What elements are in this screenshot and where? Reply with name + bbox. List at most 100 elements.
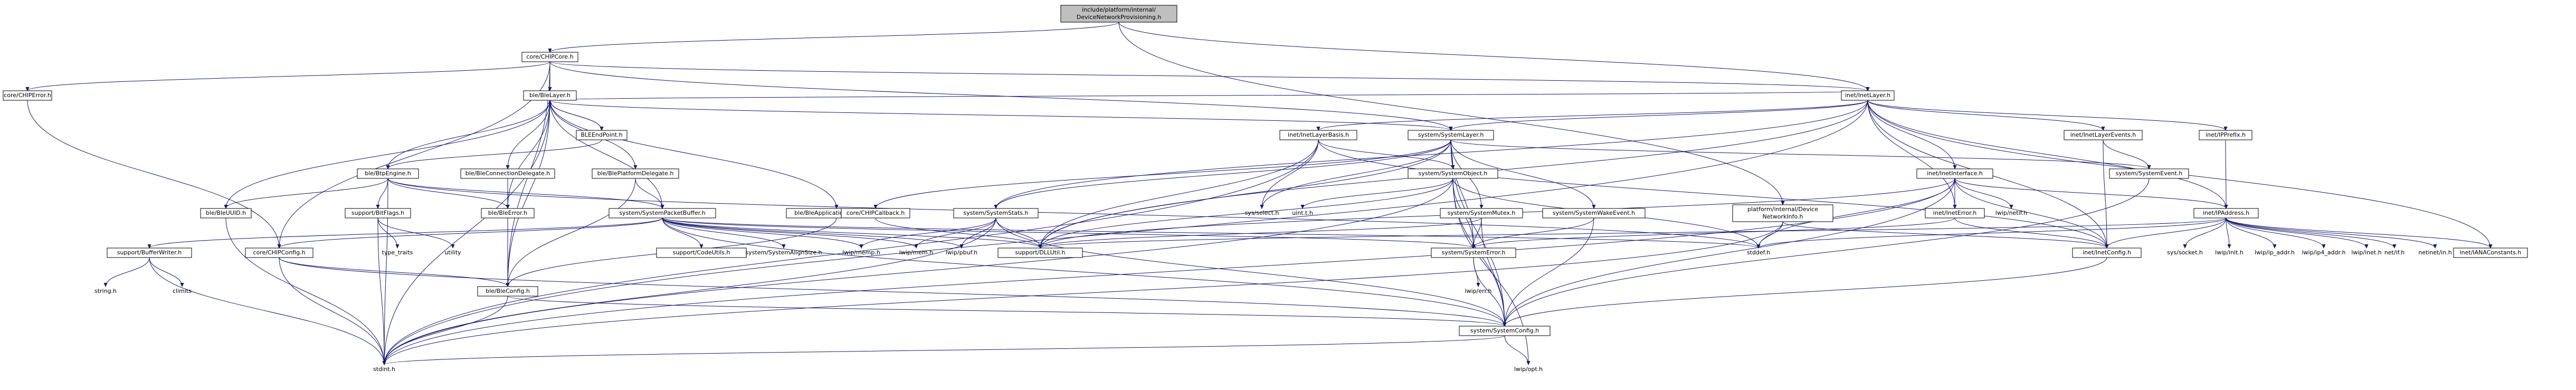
node-inetlayerbasis[interactable]: inet/InetLayerBasis.h xyxy=(1279,130,1357,140)
node-box-inetlayerbasis[interactable] xyxy=(1279,130,1357,140)
node-box-syspacketbuffer[interactable] xyxy=(609,208,716,218)
node-box-sysstats[interactable] xyxy=(953,208,1039,218)
edge-syslayer-to-syssysevent xyxy=(1450,139,2149,169)
node-syspacketbuffer[interactable]: system/SystemPacketBuffer.h xyxy=(609,208,716,218)
node-label-utility: utility xyxy=(444,249,461,256)
node-box-supportdllutil[interactable] xyxy=(997,248,1083,258)
edge-bleconfig-to-sysconfig xyxy=(507,296,1505,326)
node-inetlayer[interactable]: inet/InetLayer.h xyxy=(1841,90,1895,101)
node-box-syssysevent[interactable] xyxy=(2109,168,2189,179)
node-inetconfig[interactable]: inet/InetConfig.h xyxy=(2072,248,2142,258)
edge-inetinterface-to-inetipaddress xyxy=(1954,178,2226,208)
node-box-syslayer[interactable] xyxy=(1408,130,1494,140)
node-supportbitflags[interactable]: support/BitFlags.h xyxy=(345,208,411,218)
node-inetlayerevents[interactable]: inet/InetLayerEvents.h xyxy=(2064,130,2143,140)
node-box-bleconfig[interactable] xyxy=(477,286,538,297)
node-chipconfig[interactable]: core/CHIPConfig.h xyxy=(245,248,313,258)
edge-syssysobject-to-uint_t xyxy=(1303,178,1453,208)
node-supportbufwriter[interactable]: support/BufferWriter.h xyxy=(107,248,192,258)
node-box-inetinterface[interactable] xyxy=(1916,168,1993,179)
node-box-inetconfig[interactable] xyxy=(2072,248,2142,258)
node-sysmutex[interactable]: system/SystemMutex.h xyxy=(1440,208,1523,218)
node-box-platinternal[interactable] xyxy=(1732,204,1833,222)
edge-syslayer-to-sysstats xyxy=(996,139,1451,208)
edge-inetipaddress-to-stddef xyxy=(1758,217,2227,248)
node-inetinterface[interactable]: inet/InetInterface.h xyxy=(1916,168,1993,179)
edge-blelayer-to-stdint xyxy=(384,100,550,365)
edge-syslayer-to-syswakeevent xyxy=(1450,139,1594,208)
node-box-blebleuuid[interactable] xyxy=(200,208,252,218)
node-chipcallback[interactable]: core/CHIPCallback.h xyxy=(841,208,910,218)
node-lwipopt: lwip/opt.h xyxy=(1514,366,1543,373)
node-box-syssysobject[interactable] xyxy=(1408,168,1498,179)
node-box-inetipprefix[interactable] xyxy=(2199,130,2252,140)
node-sysconfig[interactable]: system/SystemConfig.h xyxy=(1459,326,1551,336)
node-box-chiperror[interactable] xyxy=(3,90,52,101)
edge-chipconfig-to-stdint xyxy=(279,257,384,365)
node-bleconfig[interactable]: ble/BleConfig.h xyxy=(477,286,538,297)
node-syssysobject[interactable]: system/SystemObject.h xyxy=(1408,168,1498,179)
node-box-blebtpengine[interactable] xyxy=(357,168,419,179)
node-syslayer[interactable]: system/SystemLayer.h xyxy=(1408,130,1494,140)
node-chiperror[interactable]: core/CHIPError.h xyxy=(3,90,52,101)
edge-syspacketbuffer-to-lwipmem xyxy=(662,217,916,248)
node-box-bleerror[interactable] xyxy=(481,208,535,218)
edge-sysmutex-to-supportdllutil xyxy=(1040,217,1482,248)
node-box-chipconfig[interactable] xyxy=(245,248,313,258)
node-box-syswakeevent[interactable] xyxy=(1542,208,1646,218)
node-chipcore[interactable]: core/CHIPCore.h xyxy=(521,52,578,62)
node-blelayer[interactable]: ble/BleLayer.h xyxy=(523,90,577,101)
node-label-supportdllutil: support/DLLUtil.h xyxy=(1015,249,1065,256)
edge-sysstats-to-supportdllutil xyxy=(995,217,1040,248)
node-box-chipcallback[interactable] xyxy=(841,208,910,218)
node-ianaconst[interactable]: inet/IANAConstants.h xyxy=(2453,248,2528,258)
node-box-ineterror[interactable] xyxy=(1925,208,1985,218)
node-label-syssyserror: system/SystemError.h xyxy=(1442,249,1506,256)
node-box-sysconfig[interactable] xyxy=(1459,326,1551,336)
edge-inetinterface-to-inetconfig xyxy=(1954,178,2107,248)
node-box-bleendpoint[interactable] xyxy=(576,130,628,140)
node-box-bleconndelegate[interactable] xyxy=(460,168,555,179)
node-blebleuuid[interactable]: ble/BleUUID.h xyxy=(200,208,252,218)
node-box-supportcodeutils[interactable] xyxy=(656,248,747,258)
edge-inetipaddress-to-ianaconst xyxy=(2226,217,2491,248)
node-blebtpengine[interactable]: ble/BtpEngine.h xyxy=(357,168,419,179)
node-bleconndelegate[interactable]: ble/BleConnectionDelegate.h xyxy=(460,168,555,179)
node-box-blelayer[interactable] xyxy=(523,90,577,101)
node-box-supportbitflags[interactable] xyxy=(345,208,411,218)
node-label-syssocket: sys/socket.h xyxy=(2167,249,2203,256)
node-box-sysmutex[interactable] xyxy=(1440,208,1523,218)
node-label-syslayer: system/SystemLayer.h xyxy=(1418,131,1484,138)
node-box-ianaconst[interactable] xyxy=(2453,248,2528,258)
node-bleendpoint[interactable]: BLEEndPoint.h xyxy=(576,130,628,140)
node-supportdllutil[interactable]: support/DLLUtil.h xyxy=(997,248,1083,258)
node-box-bleplatdelegate[interactable] xyxy=(592,168,679,179)
node-box-supportbufwriter[interactable] xyxy=(107,248,192,258)
node-box-syssyserror[interactable] xyxy=(1431,248,1516,258)
node-sysstats[interactable]: system/SystemStats.h xyxy=(953,208,1039,218)
node-box-root[interactable] xyxy=(1060,5,1177,23)
node-box-inetlayer[interactable] xyxy=(1841,90,1895,101)
node-syssyserror[interactable]: system/SystemError.h xyxy=(1431,248,1516,258)
node-box-inetlayerevents[interactable] xyxy=(2064,130,2143,140)
edge-chipcore-to-chipconfig xyxy=(279,61,550,248)
node-box-chipcore[interactable] xyxy=(521,52,578,62)
edge-inetlayer-to-inetipprefix xyxy=(1867,100,2226,130)
node-ineterror[interactable]: inet/InetError.h xyxy=(1925,208,1985,218)
node-label-platinternal-1: platform/internal/Device xyxy=(1747,206,1818,213)
node-bleplatdelegate[interactable]: ble/BlePlatformDelegate.h xyxy=(592,168,679,179)
node-inetipprefix[interactable]: inet/IPPrefix.h xyxy=(2199,130,2252,140)
node-label-bleplatdelegate: ble/BlePlatformDelegate.h xyxy=(597,170,674,177)
node-label-platinternal-2: NetworkInfo.h xyxy=(1762,213,1803,220)
node-bleerror[interactable]: ble/BleError.h xyxy=(481,208,535,218)
node-lwipmem: lwip/mem.h xyxy=(899,249,933,256)
node-box-inetipaddress[interactable] xyxy=(2193,208,2259,218)
node-syswakeevent[interactable]: system/SystemWakeEvent.h xyxy=(1542,208,1646,218)
node-inetipaddress[interactable]: inet/IPAddress.h xyxy=(2193,208,2259,218)
edge-root-to-platinternal xyxy=(1118,22,1783,205)
node-root[interactable]: include/platform/internal/DeviceNetworkP… xyxy=(1060,5,1177,23)
node-supportcodeutils[interactable]: support/CodeUtils.h xyxy=(656,248,747,258)
node-syssysevent[interactable]: system/SystemEvent.h xyxy=(2109,168,2189,179)
